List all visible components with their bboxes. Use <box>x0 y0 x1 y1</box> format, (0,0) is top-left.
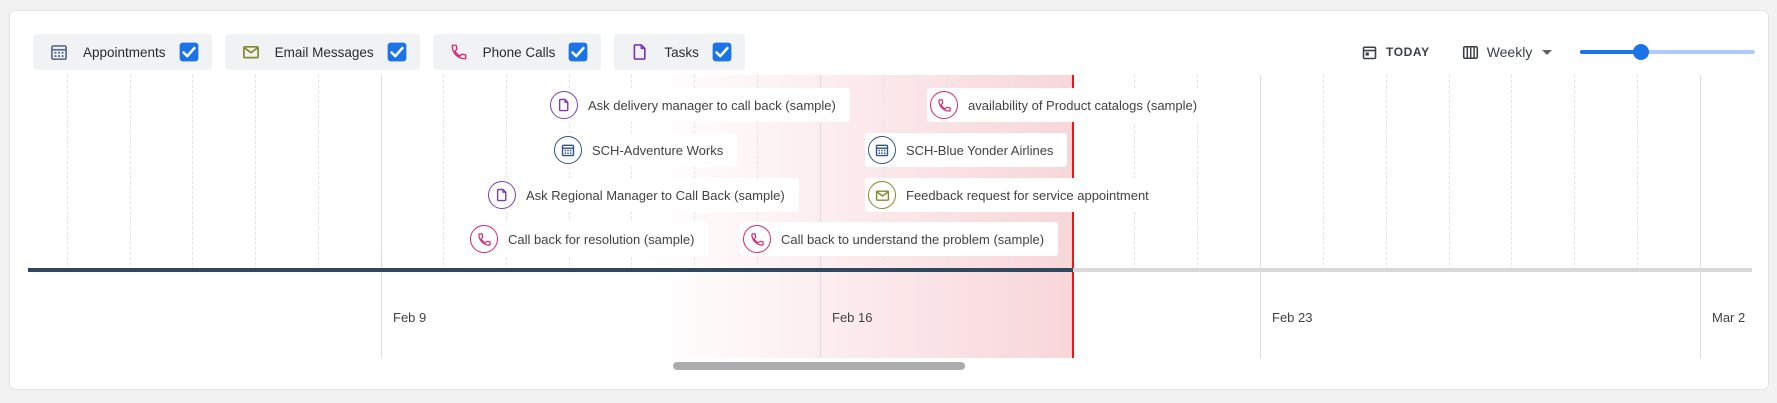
timeline-event-task[interactable]: Ask Regional Manager to Call Back (sampl… <box>485 178 799 212</box>
day-gridline <box>1385 75 1387 270</box>
event-label: Call back to understand the problem (sam… <box>781 231 1045 247</box>
timeline-event-phone-call[interactable]: Call back for resolution (sample) <box>467 222 709 256</box>
day-gridline <box>1134 75 1136 270</box>
week-gridline <box>1260 75 1261 358</box>
week-gridline <box>381 75 382 358</box>
phone-icon <box>450 43 468 61</box>
phone-call-icon <box>470 225 498 253</box>
filter-chip-appointments[interactable]: Appointments <box>33 34 212 70</box>
zoom-slider-thumb[interactable] <box>1633 44 1650 60</box>
filter-toolbar: Appointments Email Messages <box>33 34 745 70</box>
day-gridline <box>442 75 444 270</box>
filter-chip-phone-calls[interactable]: Phone Calls <box>432 34 602 70</box>
day-gridline <box>318 75 320 270</box>
axis-date-label: Feb 23 <box>1272 310 1313 325</box>
week-gridline <box>820 75 821 358</box>
view-mode-value: Weekly <box>1486 44 1533 60</box>
task-icon <box>488 181 516 209</box>
filter-label: Appointments <box>83 44 166 60</box>
timeline-event-phone-call[interactable]: Call back to understand the problem (sam… <box>740 222 1059 256</box>
day-gridline <box>192 75 194 270</box>
today-button-label: TODAY <box>1386 45 1430 59</box>
email-messages-checkbox[interactable] <box>387 42 407 62</box>
appointments-checkbox[interactable] <box>179 42 199 62</box>
axis-date-label: Feb 16 <box>832 310 873 325</box>
day-gridline <box>1511 75 1513 270</box>
day-gridline <box>694 75 696 270</box>
timeline-axis-future <box>1073 268 1752 272</box>
axis-date-label: Feb 9 <box>393 310 427 325</box>
envelope-icon <box>242 43 260 61</box>
zoom-slider-track[interactable] <box>1580 50 1756 54</box>
week-gridline <box>1700 75 1701 358</box>
timeline-event-email[interactable]: Feedback request for service appointment <box>865 178 1163 212</box>
filter-chip-email-messages[interactable]: Email Messages <box>224 34 420 70</box>
today-marker-line <box>1072 75 1074 358</box>
timeline-event-task[interactable]: Ask delivery manager to call back (sampl… <box>547 88 850 122</box>
today-calendar-icon <box>1362 45 1377 60</box>
timeline-axis-past <box>28 268 1073 272</box>
event-label: SCH-Adventure Works <box>592 142 724 158</box>
view-mode-dropdown[interactable]: Weekly <box>1462 44 1553 61</box>
appointment-calendar-icon <box>868 136 896 164</box>
event-label: Ask delivery manager to call back (sampl… <box>588 97 836 113</box>
day-gridline <box>1197 75 1199 270</box>
axis-date-label: Mar 2 <box>1712 310 1746 325</box>
today-button[interactable]: TODAY <box>1362 45 1430 60</box>
event-label: availability of Product catalogs (sample… <box>968 97 1198 113</box>
day-gridline <box>1637 75 1639 270</box>
day-gridline <box>568 75 570 270</box>
day-gridline <box>882 75 884 270</box>
task-icon <box>550 91 578 119</box>
horizontal-scrollbar-thumb[interactable] <box>673 362 965 370</box>
view-toolbar: TODAY Weekly <box>1362 34 1756 70</box>
filter-chip-tasks[interactable]: Tasks <box>614 34 745 70</box>
timeline-event-appointment[interactable]: SCH-Adventure Works <box>551 133 738 167</box>
phone-call-icon <box>743 225 771 253</box>
tasks-checkbox[interactable] <box>712 42 732 62</box>
filter-label: Email Messages <box>274 44 374 60</box>
event-label: SCH-Blue Yonder Airlines <box>906 142 1054 158</box>
day-gridline <box>1322 75 1324 270</box>
timeline-event-appointment[interactable]: SCH-Blue Yonder Airlines <box>865 133 1068 167</box>
phone-call-icon <box>930 91 958 119</box>
calendar-icon <box>50 43 68 61</box>
day-gridline <box>505 75 507 270</box>
day-gridline <box>1071 75 1073 270</box>
timeline-event-phone-call[interactable]: availability of Product catalogs (sample… <box>927 88 1212 122</box>
week-columns-icon <box>1462 44 1479 61</box>
phone-calls-checkbox[interactable] <box>568 42 588 62</box>
event-label: Feedback request for service appointment <box>906 187 1149 203</box>
zoom-slider-fill <box>1580 50 1642 54</box>
day-gridline <box>631 75 633 270</box>
filter-label: Tasks <box>664 44 699 60</box>
current-week-shade <box>650 75 1073 358</box>
day-gridline <box>1574 75 1576 270</box>
event-label: Call back for resolution (sample) <box>508 231 695 247</box>
day-gridline <box>255 75 257 270</box>
zoom-slider[interactable] <box>1580 44 1756 60</box>
event-label: Ask Regional Manager to Call Back (sampl… <box>526 187 785 203</box>
filter-label: Phone Calls <box>482 44 556 60</box>
day-gridline <box>1008 75 1010 270</box>
email-envelope-icon <box>868 181 896 209</box>
day-gridline <box>129 75 131 270</box>
day-gridline <box>1448 75 1450 270</box>
day-gridline <box>66 75 68 270</box>
appointment-calendar-icon <box>554 136 582 164</box>
task-icon <box>631 43 649 61</box>
day-gridline <box>757 75 759 270</box>
day-gridline <box>945 75 947 270</box>
chevron-down-icon <box>1542 49 1553 55</box>
